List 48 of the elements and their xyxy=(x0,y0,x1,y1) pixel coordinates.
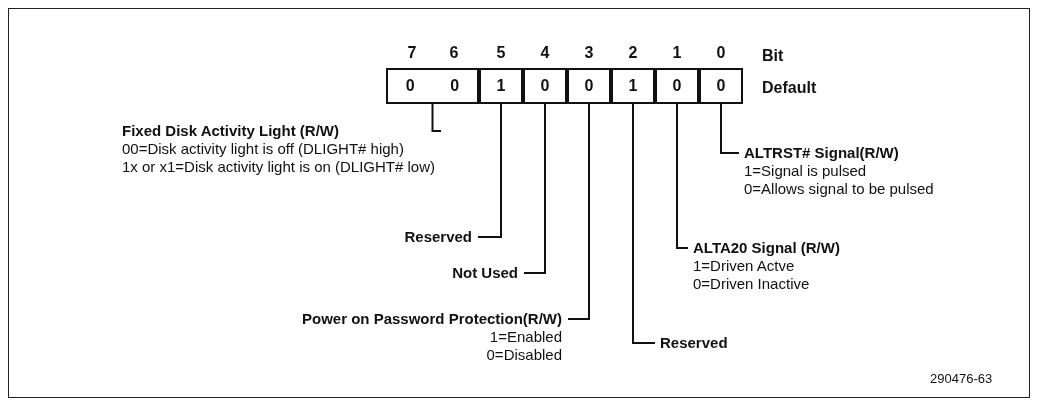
register-bit-cell xyxy=(699,68,743,104)
bit-default-value: 0 xyxy=(540,77,550,95)
bit-number: 3 xyxy=(583,44,595,62)
field-name: Reserved xyxy=(660,334,728,352)
bit-number: 2 xyxy=(627,44,639,62)
register-bit-cell xyxy=(611,68,655,104)
field-name: Not Used xyxy=(452,264,518,282)
bit-number: 7 xyxy=(406,44,418,62)
field-value-description: 1=Driven Actve xyxy=(693,257,796,275)
bit-default-value: 1 xyxy=(496,77,506,95)
field-name: ALTA20 Signal (R/W) xyxy=(693,239,840,257)
bit-default-value: 0 xyxy=(405,77,415,95)
field-value-description: 1=Signal is pulsed xyxy=(744,162,868,180)
field-name: ALTRST# Signal(R/W) xyxy=(744,144,900,162)
bit-default-value: 1 xyxy=(628,77,638,95)
leader-line xyxy=(523,103,546,274)
bit-number: 5 xyxy=(495,44,507,62)
field-name: Fixed Disk Activity Light (R/W) xyxy=(122,122,340,140)
bit-default-value: 0 xyxy=(716,77,726,95)
bit-number: 4 xyxy=(539,44,551,62)
register-bit-cell xyxy=(523,68,567,104)
figure-number: 290476-63 xyxy=(930,371,993,386)
field-value-description: 0=Disabled xyxy=(485,346,562,364)
field-value-description: 0=Driven Inactive xyxy=(693,275,811,293)
field-name: Power on Password Protection(R/W) xyxy=(301,310,562,328)
bit-default-value: 0 xyxy=(450,77,460,95)
bit-number: 1 xyxy=(671,44,683,62)
register-bit-cell xyxy=(386,68,479,104)
row-label: Default xyxy=(762,79,817,97)
leader-line xyxy=(477,103,502,238)
row-label: Bit xyxy=(762,47,784,65)
bit-number: 0 xyxy=(715,44,727,62)
leader-line xyxy=(676,103,689,249)
register-bit-cell xyxy=(655,68,699,104)
field-value-description: 1=Enabled xyxy=(488,328,562,346)
register-bit-cell xyxy=(567,68,611,104)
register-bit-cell xyxy=(479,68,523,104)
leader-line xyxy=(431,103,442,132)
leader-line xyxy=(632,103,656,344)
field-value-description: 1x or x1=Disk activity light is on (DLIGHT# low) xyxy=(122,158,435,176)
leader-line xyxy=(567,103,590,320)
field-value-description: 0=Allows signal to be pulsed xyxy=(744,180,934,198)
bit-default-value: 0 xyxy=(672,77,682,95)
field-name: Reserved xyxy=(404,228,472,246)
bit-number: 6 xyxy=(448,44,460,62)
bit-default-value: 0 xyxy=(584,77,594,95)
field-value-description: 00=Disk activity light is off (DLIGHT# high) xyxy=(122,140,405,158)
leader-line xyxy=(720,103,740,154)
